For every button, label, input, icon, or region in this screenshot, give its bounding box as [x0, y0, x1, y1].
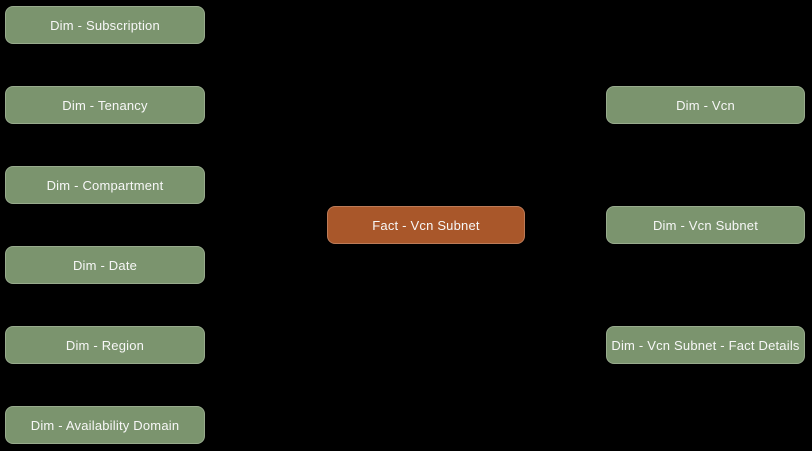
node-dim-vcn-subnet[interactable]: Dim - Vcn Subnet: [606, 206, 805, 244]
node-dim-tenancy[interactable]: Dim - Tenancy: [5, 86, 205, 124]
node-fact-vcn-subnet[interactable]: Fact - Vcn Subnet: [327, 206, 525, 244]
node-dim-region[interactable]: Dim - Region: [5, 326, 205, 364]
node-dim-availability-domain[interactable]: Dim - Availability Domain: [5, 406, 205, 444]
node-dim-vcn-subnet-fact-details[interactable]: Dim - Vcn Subnet - Fact Details: [606, 326, 805, 364]
node-dim-vcn[interactable]: Dim - Vcn: [606, 86, 805, 124]
node-dim-subscription[interactable]: Dim - Subscription: [5, 6, 205, 44]
node-dim-compartment[interactable]: Dim - Compartment: [5, 166, 205, 204]
node-dim-date[interactable]: Dim - Date: [5, 246, 205, 284]
